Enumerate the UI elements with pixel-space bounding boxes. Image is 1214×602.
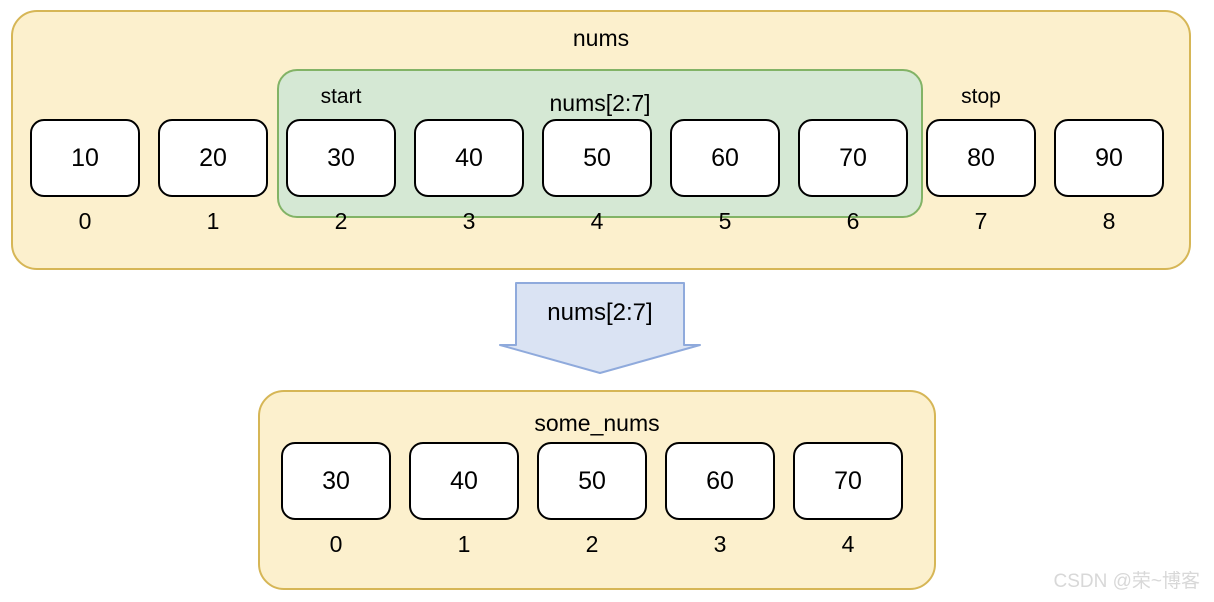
nums-index-3: 3	[462, 208, 476, 234]
some-nums-cell-0[interactable]: 30	[281, 442, 391, 520]
nums-index-8: 8	[1102, 208, 1116, 234]
some-nums-index-1: 1	[457, 531, 471, 557]
nums-index-0: 0	[78, 208, 92, 234]
some-nums-cells-row: 30 0 40 1 50 2 60 3 70 4	[281, 442, 903, 557]
nums-cell-6[interactable]: 70	[798, 119, 908, 197]
nums-cell-4[interactable]: 50	[542, 119, 652, 197]
nums-cell-5[interactable]: 60	[670, 119, 780, 197]
list-item: stop 80 7	[926, 85, 1036, 234]
list-item: 90 8	[1054, 119, 1164, 234]
nums-cell-3[interactable]: 40	[414, 119, 524, 197]
list-item: 70 4	[793, 442, 903, 557]
some-nums-index-3: 3	[713, 531, 727, 557]
list-item: 50 2	[537, 442, 647, 557]
slice-region-title: nums[2:7]	[549, 90, 651, 116]
nums-index-5: 5	[718, 208, 732, 234]
nums-index-2: 2	[334, 208, 348, 234]
list-item: 60 5	[670, 119, 780, 234]
list-item: 40 3	[414, 119, 524, 234]
some-nums-array-container: some_nums 30 0 40 1 50 2 60 3 70 4	[258, 390, 936, 590]
down-arrow-icon	[499, 282, 701, 374]
some-nums-index-2: 2	[585, 531, 599, 557]
list-item: 30 0	[281, 442, 391, 557]
nums-cell-2[interactable]: 30	[286, 119, 396, 197]
some-nums-cell-4[interactable]: 70	[793, 442, 903, 520]
nums-index-7: 7	[974, 208, 988, 234]
nums-array-container: nums nums[2:7] 10 0 20 1 start 30 2 40 3…	[11, 10, 1191, 270]
list-item: 20 1	[158, 119, 268, 234]
some-nums-index-0: 0	[329, 531, 343, 557]
csdn-watermark: CSDN @荣~博客	[1053, 571, 1201, 592]
nums-array-title: nums	[572, 25, 630, 51]
list-item: 40 1	[409, 442, 519, 557]
list-item: start 30 2	[286, 85, 396, 234]
list-item: 50 4	[542, 119, 652, 234]
nums-cell-0[interactable]: 10	[30, 119, 140, 197]
nums-cell-8[interactable]: 90	[1054, 119, 1164, 197]
some-nums-cell-2[interactable]: 50	[537, 442, 647, 520]
nums-cell-1[interactable]: 20	[158, 119, 268, 197]
some-nums-index-4: 4	[841, 531, 855, 557]
list-item: 10 0	[30, 119, 140, 234]
slice-arrow-label: nums[2:7]	[547, 299, 653, 326]
list-item: 60 3	[665, 442, 775, 557]
nums-cells-row: 10 0 20 1 start 30 2 40 3 50 4 60 5	[30, 85, 1164, 234]
nums-index-4: 4	[590, 208, 604, 234]
slice-operation-arrow: nums[2:7]	[498, 281, 702, 375]
stop-marker-label: stop	[961, 85, 1001, 108]
nums-index-1: 1	[206, 208, 220, 234]
nums-cell-7[interactable]: 80	[926, 119, 1036, 197]
some-nums-cell-1[interactable]: 40	[409, 442, 519, 520]
some-nums-array-title: some_nums	[534, 410, 660, 436]
nums-index-6: 6	[846, 208, 860, 234]
start-marker-label: start	[320, 85, 362, 108]
some-nums-cell-3[interactable]: 60	[665, 442, 775, 520]
list-item: 70 6	[798, 119, 908, 234]
